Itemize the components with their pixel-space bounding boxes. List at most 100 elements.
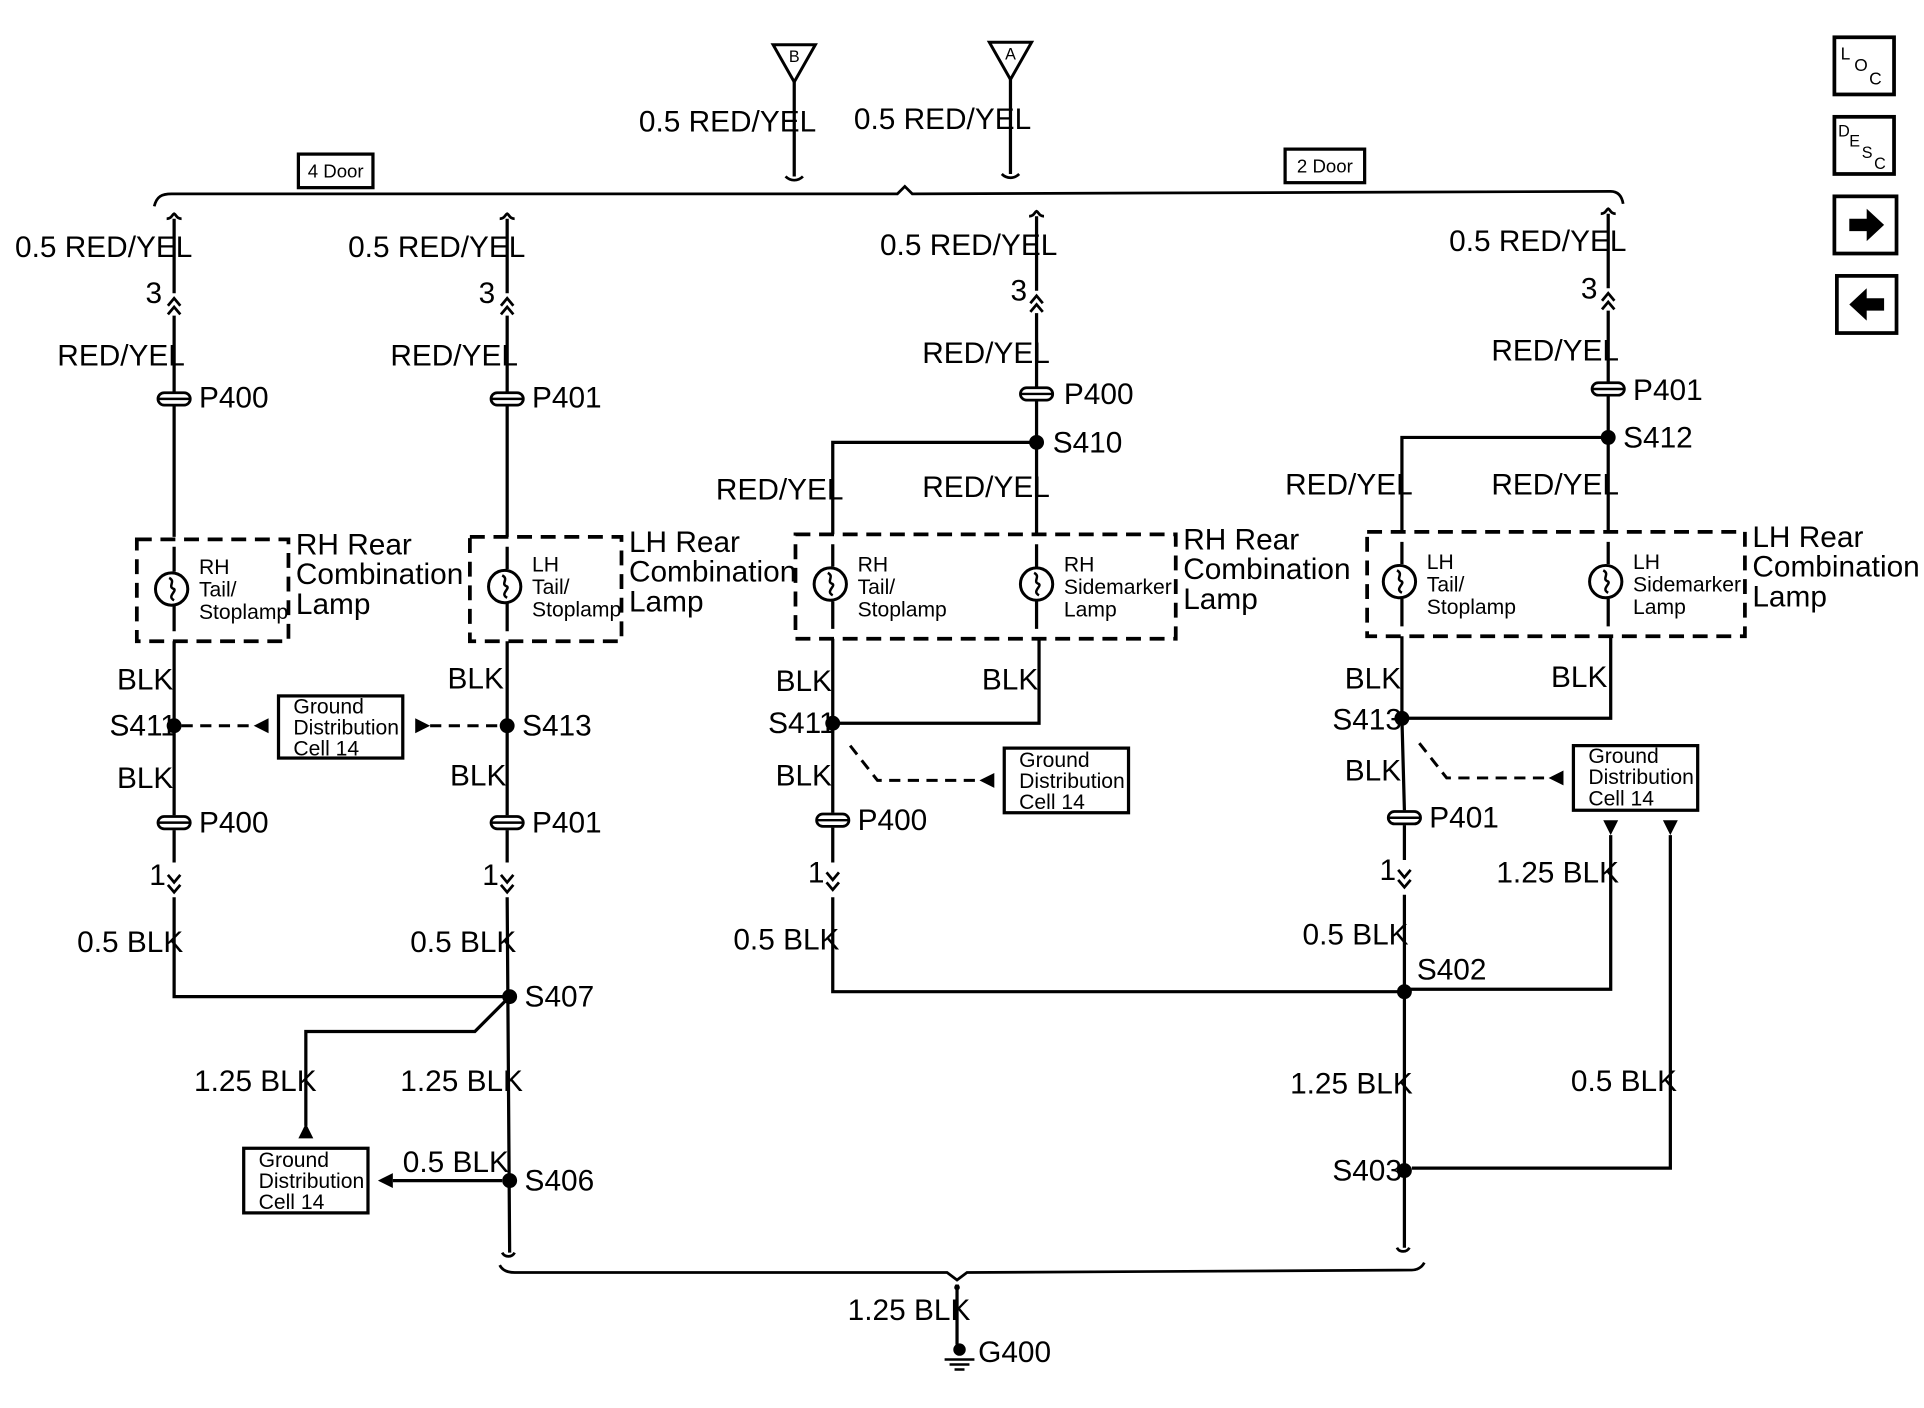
wire-label: Stoplamp — [858, 598, 947, 621]
lh-tail-stoplamp: LH Tail/ Stoplamp — [468, 534, 624, 644]
wire-label: Combination — [1752, 551, 1919, 584]
wire-label: O — [1854, 55, 1868, 75]
wire-label: 3 — [1581, 272, 1598, 305]
wire-label: LH — [532, 554, 559, 577]
wire-label: Combination — [296, 558, 463, 591]
lh-rear-combination-lamp-label-1: LH Rear Combination Lamp — [629, 526, 796, 619]
wire-label: 1.25 BLK — [194, 1065, 317, 1098]
wire-label: BLK — [776, 759, 832, 792]
wire-label: BLK — [117, 664, 173, 697]
wire-label: LH Rear — [1752, 521, 1863, 554]
wire-label: Distribution — [1019, 770, 1125, 793]
wire-label: B — [789, 48, 800, 66]
wire-label: Distribution — [1588, 766, 1694, 789]
ground-distribution-ref-1[interactable]: Ground Distribution Cell 14 — [276, 694, 405, 761]
wire-label: Stoplamp — [1427, 596, 1516, 619]
wire-label: LH Rear — [629, 526, 740, 559]
wire-label: LH — [1633, 551, 1660, 574]
wire-label: S410 — [1053, 426, 1123, 459]
lh-rear-combination-lamp-label-2: LH Rear Combination Lamp — [1752, 521, 1919, 614]
wire-label: RED/YEL — [390, 339, 518, 372]
next-button[interactable] — [1832, 194, 1899, 256]
wire-label: RH — [199, 556, 230, 579]
wire-label: RH — [1064, 554, 1095, 577]
description-button[interactable]: D E S C — [1832, 114, 1896, 176]
wire-label: 2 Door — [1297, 156, 1353, 177]
wire-label: BLK — [1551, 661, 1607, 694]
wire-label: 3 — [479, 277, 496, 310]
wire-label: Stoplamp — [199, 601, 288, 624]
wire-label: Stoplamp — [532, 598, 621, 621]
connector-b: B — [770, 43, 818, 86]
wire-label: C — [1874, 155, 1886, 173]
wire-label: Tail/ — [858, 576, 896, 599]
wire-label: RED/YEL — [716, 474, 844, 507]
option-brace-top — [152, 184, 1625, 207]
wire-label: P400 — [199, 382, 269, 415]
wire-label: 0.5 RED/YEL — [1449, 225, 1626, 258]
rh-tail-stoplamp: RH Tail/ Stoplamp — [134, 537, 291, 644]
location-button[interactable]: L O C — [1832, 35, 1896, 97]
wire-label: Ground — [259, 1149, 329, 1172]
ground-distribution-ref-2[interactable]: Ground Distribution Cell 14 — [242, 1146, 370, 1215]
wire-label: Ground — [1588, 745, 1658, 768]
connector-a: A — [986, 40, 1035, 83]
wire-label: BLK — [776, 665, 832, 698]
wire-label: C — [1869, 69, 1882, 89]
wire-label: RED/YEL — [1491, 469, 1619, 502]
wire-label: S412 — [1623, 421, 1693, 454]
splice-s411-b — [825, 715, 841, 731]
wire-label: BLK — [1345, 662, 1401, 695]
arrow-right-icon — [1849, 208, 1885, 242]
wire-label: 0.5 BLK — [77, 926, 183, 959]
wire-label: BLK — [982, 664, 1038, 697]
wire-label: BLK — [1345, 754, 1401, 787]
wire-label: E — [1849, 133, 1860, 151]
ground-distribution-ref-4[interactable]: Ground Distribution Cell 14 — [1571, 744, 1700, 812]
option-2-door: 2 Door — [1283, 147, 1367, 185]
wire-label: P400 — [199, 807, 269, 840]
wire-label: 1.25 BLK — [1496, 856, 1619, 889]
wire-label: LH — [1427, 551, 1454, 574]
wire-label: Lamp — [1752, 580, 1827, 613]
wire-label: 1 — [149, 859, 166, 892]
wire-label: Lamp — [629, 585, 704, 618]
splice-s412 — [1600, 429, 1616, 445]
wire-label: RH — [858, 554, 889, 577]
wire-label: RH Rear — [296, 528, 412, 561]
wire-label: Cell 14 — [1019, 791, 1085, 814]
wire-label: Combination — [1183, 553, 1350, 586]
wire-label: A — [1005, 46, 1016, 64]
splice-s402 — [1396, 984, 1412, 1000]
wire-label: D — [1838, 123, 1850, 141]
splice-s413-b — [1394, 710, 1410, 726]
ground-distribution-ref-3[interactable]: Ground Distribution Cell 14 — [1002, 746, 1131, 815]
wire-label: Tail/ — [1427, 574, 1465, 597]
splice-s413-label-a: S413 — [522, 710, 592, 743]
wire-label: S — [1862, 144, 1873, 162]
splice-s406 — [502, 1173, 518, 1189]
wire-label: S403 — [1332, 1155, 1402, 1188]
rh-rear-combination-lamp-label-2: RH Rear Combination Lamp — [1183, 523, 1350, 616]
wire-label: P401 — [532, 807, 602, 840]
wire-label: RH Rear — [1183, 523, 1299, 556]
wire-label: Cell 14 — [293, 738, 359, 761]
wire-label: 1 — [482, 859, 499, 892]
wire-label: Sidemarker — [1633, 574, 1741, 597]
wire-label: G400 — [978, 1336, 1051, 1369]
wire-label: RED/YEL — [57, 339, 185, 372]
wire-label: RED/YEL — [1285, 469, 1413, 502]
lh-rear-combination-lamp-2door: LH Tail/ Stoplamp LH Sidemarker Lamp — [1365, 530, 1747, 639]
wire-label: Combination — [629, 556, 796, 589]
wire-label: 4 Door — [308, 161, 364, 182]
wire-label: 0.5 RED/YEL — [15, 231, 192, 264]
wire-label: 0.5 BLK — [733, 923, 839, 956]
splice-s410 — [1029, 434, 1045, 450]
splice-s403 — [1396, 1163, 1412, 1179]
previous-button[interactable] — [1835, 274, 1899, 335]
wire-label: 1 — [1380, 854, 1397, 887]
wire-label: S402 — [1417, 953, 1487, 986]
wire-label: Ground — [293, 695, 363, 718]
wire-label: Tail/ — [199, 579, 237, 602]
wire-label-b: 0.5 RED/YEL — [639, 106, 816, 139]
